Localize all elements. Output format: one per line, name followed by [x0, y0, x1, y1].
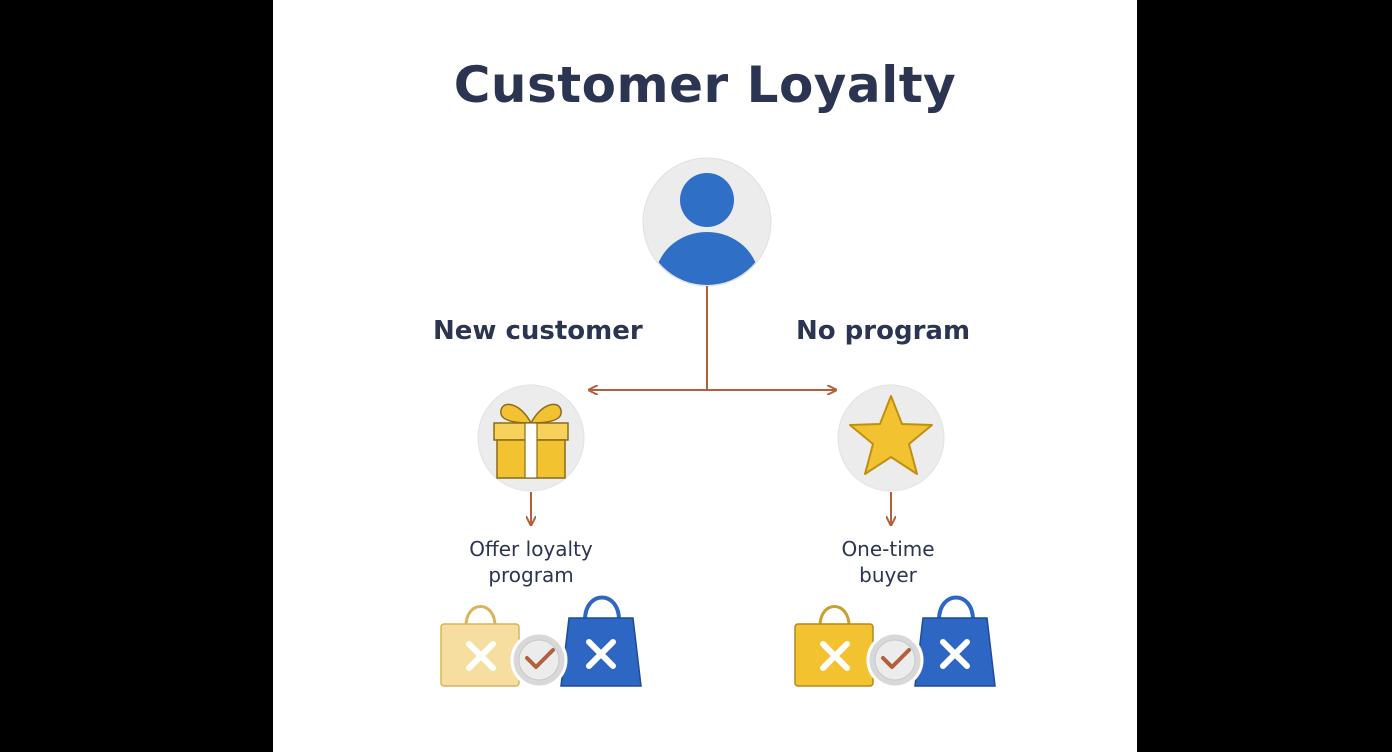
connector-lines — [531, 286, 891, 524]
outcome-line: buyer — [859, 563, 917, 587]
gift-icon — [477, 384, 585, 492]
outcome-line: Offer loyalty — [469, 537, 593, 561]
outcome-line: program — [488, 563, 574, 587]
bag-group-right — [794, 595, 996, 689]
bag-x-icon — [914, 595, 996, 687]
branch-label-no-program: No program — [796, 316, 971, 346]
bag-x-icon — [794, 605, 874, 687]
branch-label-new-customer: New customer — [433, 316, 643, 346]
bag-x-icon — [560, 595, 642, 687]
outcome-one-time-buyer: One-time buyer — [778, 536, 998, 588]
diagram-panel: Customer Loyalty New customer No program… — [273, 0, 1137, 752]
check-badge-icon — [510, 631, 568, 689]
person-icon — [642, 157, 772, 287]
outcome-line: One-time — [841, 537, 935, 561]
bag-x-icon — [440, 605, 520, 687]
diagram-title: Customer Loyalty — [453, 56, 957, 114]
outcome-offer-loyalty-program: Offer loyalty program — [421, 536, 641, 588]
check-badge-icon — [866, 631, 924, 689]
bag-group-left — [440, 595, 642, 689]
diagram-canvas — [440, 157, 996, 689]
star-icon — [837, 384, 945, 492]
